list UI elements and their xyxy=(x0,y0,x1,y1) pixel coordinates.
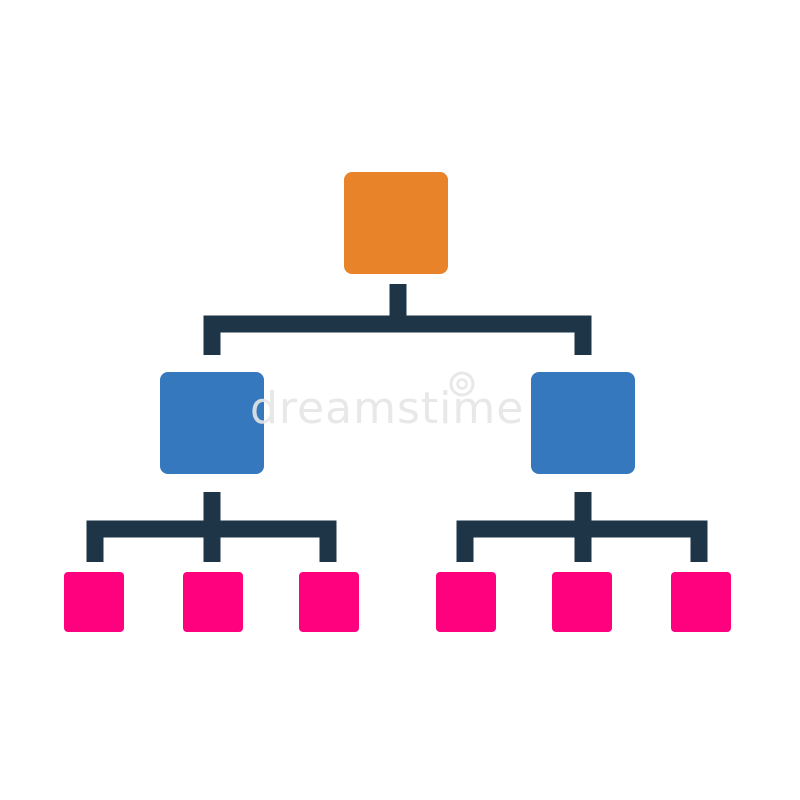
left-branch xyxy=(86,520,337,562)
watermark: dreamstime xyxy=(250,371,524,434)
root-node xyxy=(344,172,448,274)
root-branch xyxy=(203,315,592,355)
right-node xyxy=(531,372,635,474)
right-leaf-3 xyxy=(671,572,731,632)
right-leaf-1 xyxy=(436,572,496,632)
left-leaf-1 xyxy=(64,572,124,632)
left-node xyxy=(160,372,264,474)
connector-lines xyxy=(86,284,708,562)
right-branch xyxy=(456,520,708,562)
watermark-text: dreamstime xyxy=(250,383,524,434)
nodes xyxy=(64,172,731,632)
copyright-circle-icon xyxy=(449,371,475,397)
left-leaf-3 xyxy=(299,572,359,632)
right-leaf-2 xyxy=(552,572,612,632)
left-leaf-2 xyxy=(183,572,243,632)
